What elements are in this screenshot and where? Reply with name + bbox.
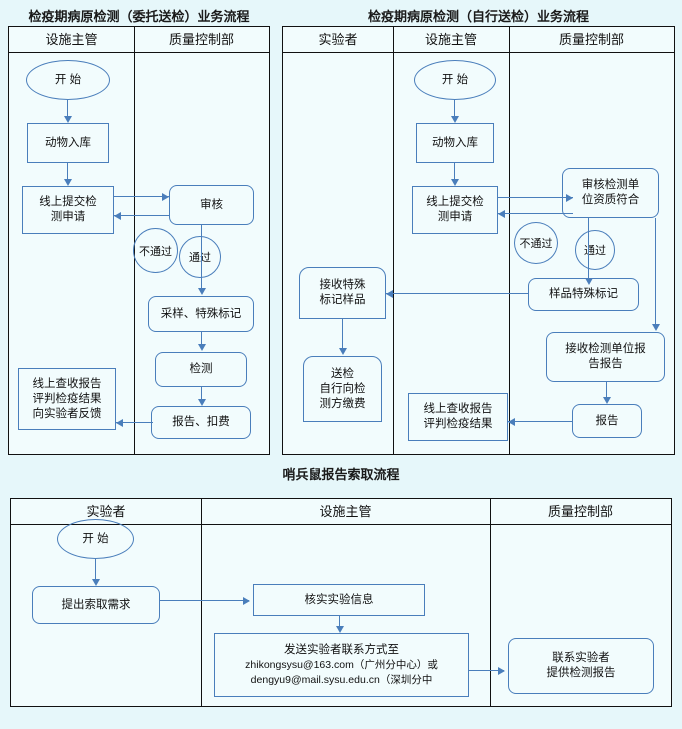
chart2-title: 检疫期病原检测（自行送检）业务流程 [367,9,589,24]
chart1-connector-review-to-submit [114,215,169,217]
chart3-node-start: 开 始 [57,519,134,559]
chart2-node-online-submit-request: 线上提交检 测申请 [412,186,498,234]
chart1-arrowhead-storage [63,116,72,123]
chart3-node-submit-request: 提出索取需求 [32,586,160,624]
chart3-arrowhead-verify [243,596,250,605]
chart1-lane-header-facility-supervisor: 设施主管 [9,27,134,53]
chart1-arrowhead-review [162,192,169,201]
chart3-lane-header-quality-control: 质量控制部 [490,499,671,525]
chart2-arrowhead-send-inspection [338,348,347,355]
chart1-arrowhead-sampling [197,288,206,295]
chart2-lane-divider-1 [393,27,394,454]
chart2-arrowhead-report [602,397,611,404]
chart2-lane-header-facility-supervisor: 设施主管 [393,27,509,53]
chart1-connector-report-to-receive [116,422,153,424]
chart2-node-start: 开 始 [414,60,496,100]
chart2-label-pass: 通过 [575,230,615,270]
chart2-arrowhead-submit-back [498,209,505,218]
chart1-node-review: 审核 [169,185,254,225]
chart1-node-detection: 检测 [155,352,247,387]
chart1-node-report-deduct-fee: 报告、扣费 [151,406,251,439]
chart1-connector-sampling-to-detection [201,332,203,346]
chart2-node-receive-special-marked-sample: 接收特殊 标记样品 [299,267,386,319]
chart1-node-sampling-special-mark: 采样、特殊标记 [148,296,254,332]
chart1-arrowhead-submit [63,179,72,186]
chart2-connector-submit-to-review [498,197,573,199]
chart3-arrowhead-contact-experimenter [498,666,505,675]
chart1-label-fail: 不通过 [133,228,178,273]
chart3-lane-header-facility-supervisor: 设施主管 [201,499,490,525]
chart2-lane-header-experimenter: 实验者 [283,27,393,53]
chart2-connector-receive-to-report [606,382,608,399]
chart1-arrowhead-report [197,399,206,406]
chart1-connector-start-to-storage [67,100,69,118]
chart2-label-fail: 不通过 [514,222,558,264]
chart3-lane-divider-1 [201,499,202,706]
chart2-connector-report-to-online-receive [508,421,572,423]
chart3-connector-verify-to-send [339,616,341,629]
chart1-title: 检疫期病原检测（委托送检）业务流程 [28,9,250,24]
chart3-node-send-contact-info: 发送实验者联系方式至 zhikongsysu@163.com（广州分中心）或 d… [214,633,469,697]
chart2-node-review-lab-qualification: 审核检测单 位资质符合 [562,168,659,218]
chart3-arrowhead-send-contact [335,626,344,633]
chart2-lane-header-quality-control: 质量控制部 [509,27,674,53]
chart3-node-verify-experiment-info: 核实实验信息 [253,584,425,616]
chart2-arrowhead-submit [450,179,459,186]
chart2-arrowhead-online-receive [508,417,515,426]
chart1-node-online-receive-report: 线上查收报告 评判检疫结果 向实验者反馈 [18,368,116,430]
chart2-connector-review-to-receive-lab-report [655,218,657,326]
chart2-node-sample-special-mark: 样品特殊标记 [528,278,639,311]
chart1-arrowhead-submit-back [114,211,121,220]
chart3-connector-send-to-contact [469,670,504,672]
chart2-arrowhead-receive-sample [386,289,393,298]
chart1-lane-header-quality-control: 质量控制部 [134,27,269,53]
chart3-title: 哨兵鼠报告索取流程 [282,467,400,482]
chart2-connector-sample-to-receive [386,293,528,295]
chart3-connector-submit-to-verify [160,600,249,602]
chart2-node-send-inspection-pay: 送检 自行向检 测方缴费 [303,356,382,422]
chart1-node-start: 开 始 [26,60,110,100]
chart1-node-animal-storage: 动物入库 [27,123,109,163]
chart2-connector-review-to-sample-mark [588,218,590,280]
chart2-arrowhead-storage [450,116,459,123]
chart2-arrowhead-sample-mark [584,278,593,285]
chart3-lane-divider-2 [490,499,491,706]
chart3-arrowhead-submit [91,579,100,586]
chart3-connector-start-to-submit [95,559,97,581]
chart2-node-receive-lab-report: 接收检测单位报 告报告 [546,332,665,382]
chart2-connector-start-to-storage [454,100,456,118]
chart1-label-pass: 通过 [179,236,221,278]
chart2-arrowhead-receive-lab-report [651,324,660,331]
chart1-node-online-submit-request: 线上提交检 测申请 [22,186,114,234]
chart1-arrowhead-detection [197,344,206,351]
chart2-node-report: 报告 [572,404,642,438]
chart2-node-animal-storage: 动物入库 [416,123,494,163]
chart2-connector-storage-to-submit [454,163,456,181]
chart1-connector-submit-to-review [114,196,169,198]
chart2-connector-review-to-submit [498,213,573,215]
chart1-arrowhead-receive [116,418,123,427]
chart3-node-contact-experimenter: 联系实验者 提供检测报告 [508,638,654,694]
chart2-node-online-receive-report: 线上查收报告 评判检疫结果 [408,393,508,441]
chart2-lane-divider-2 [509,27,510,454]
chart2-arrowhead-review [566,193,573,202]
chart1-connector-storage-to-submit [67,163,69,181]
chart1-connector-detection-to-report [201,387,203,401]
chart2-connector-receive-to-send [342,319,344,350]
chart1-connector-review-to-sampling [201,225,203,290]
